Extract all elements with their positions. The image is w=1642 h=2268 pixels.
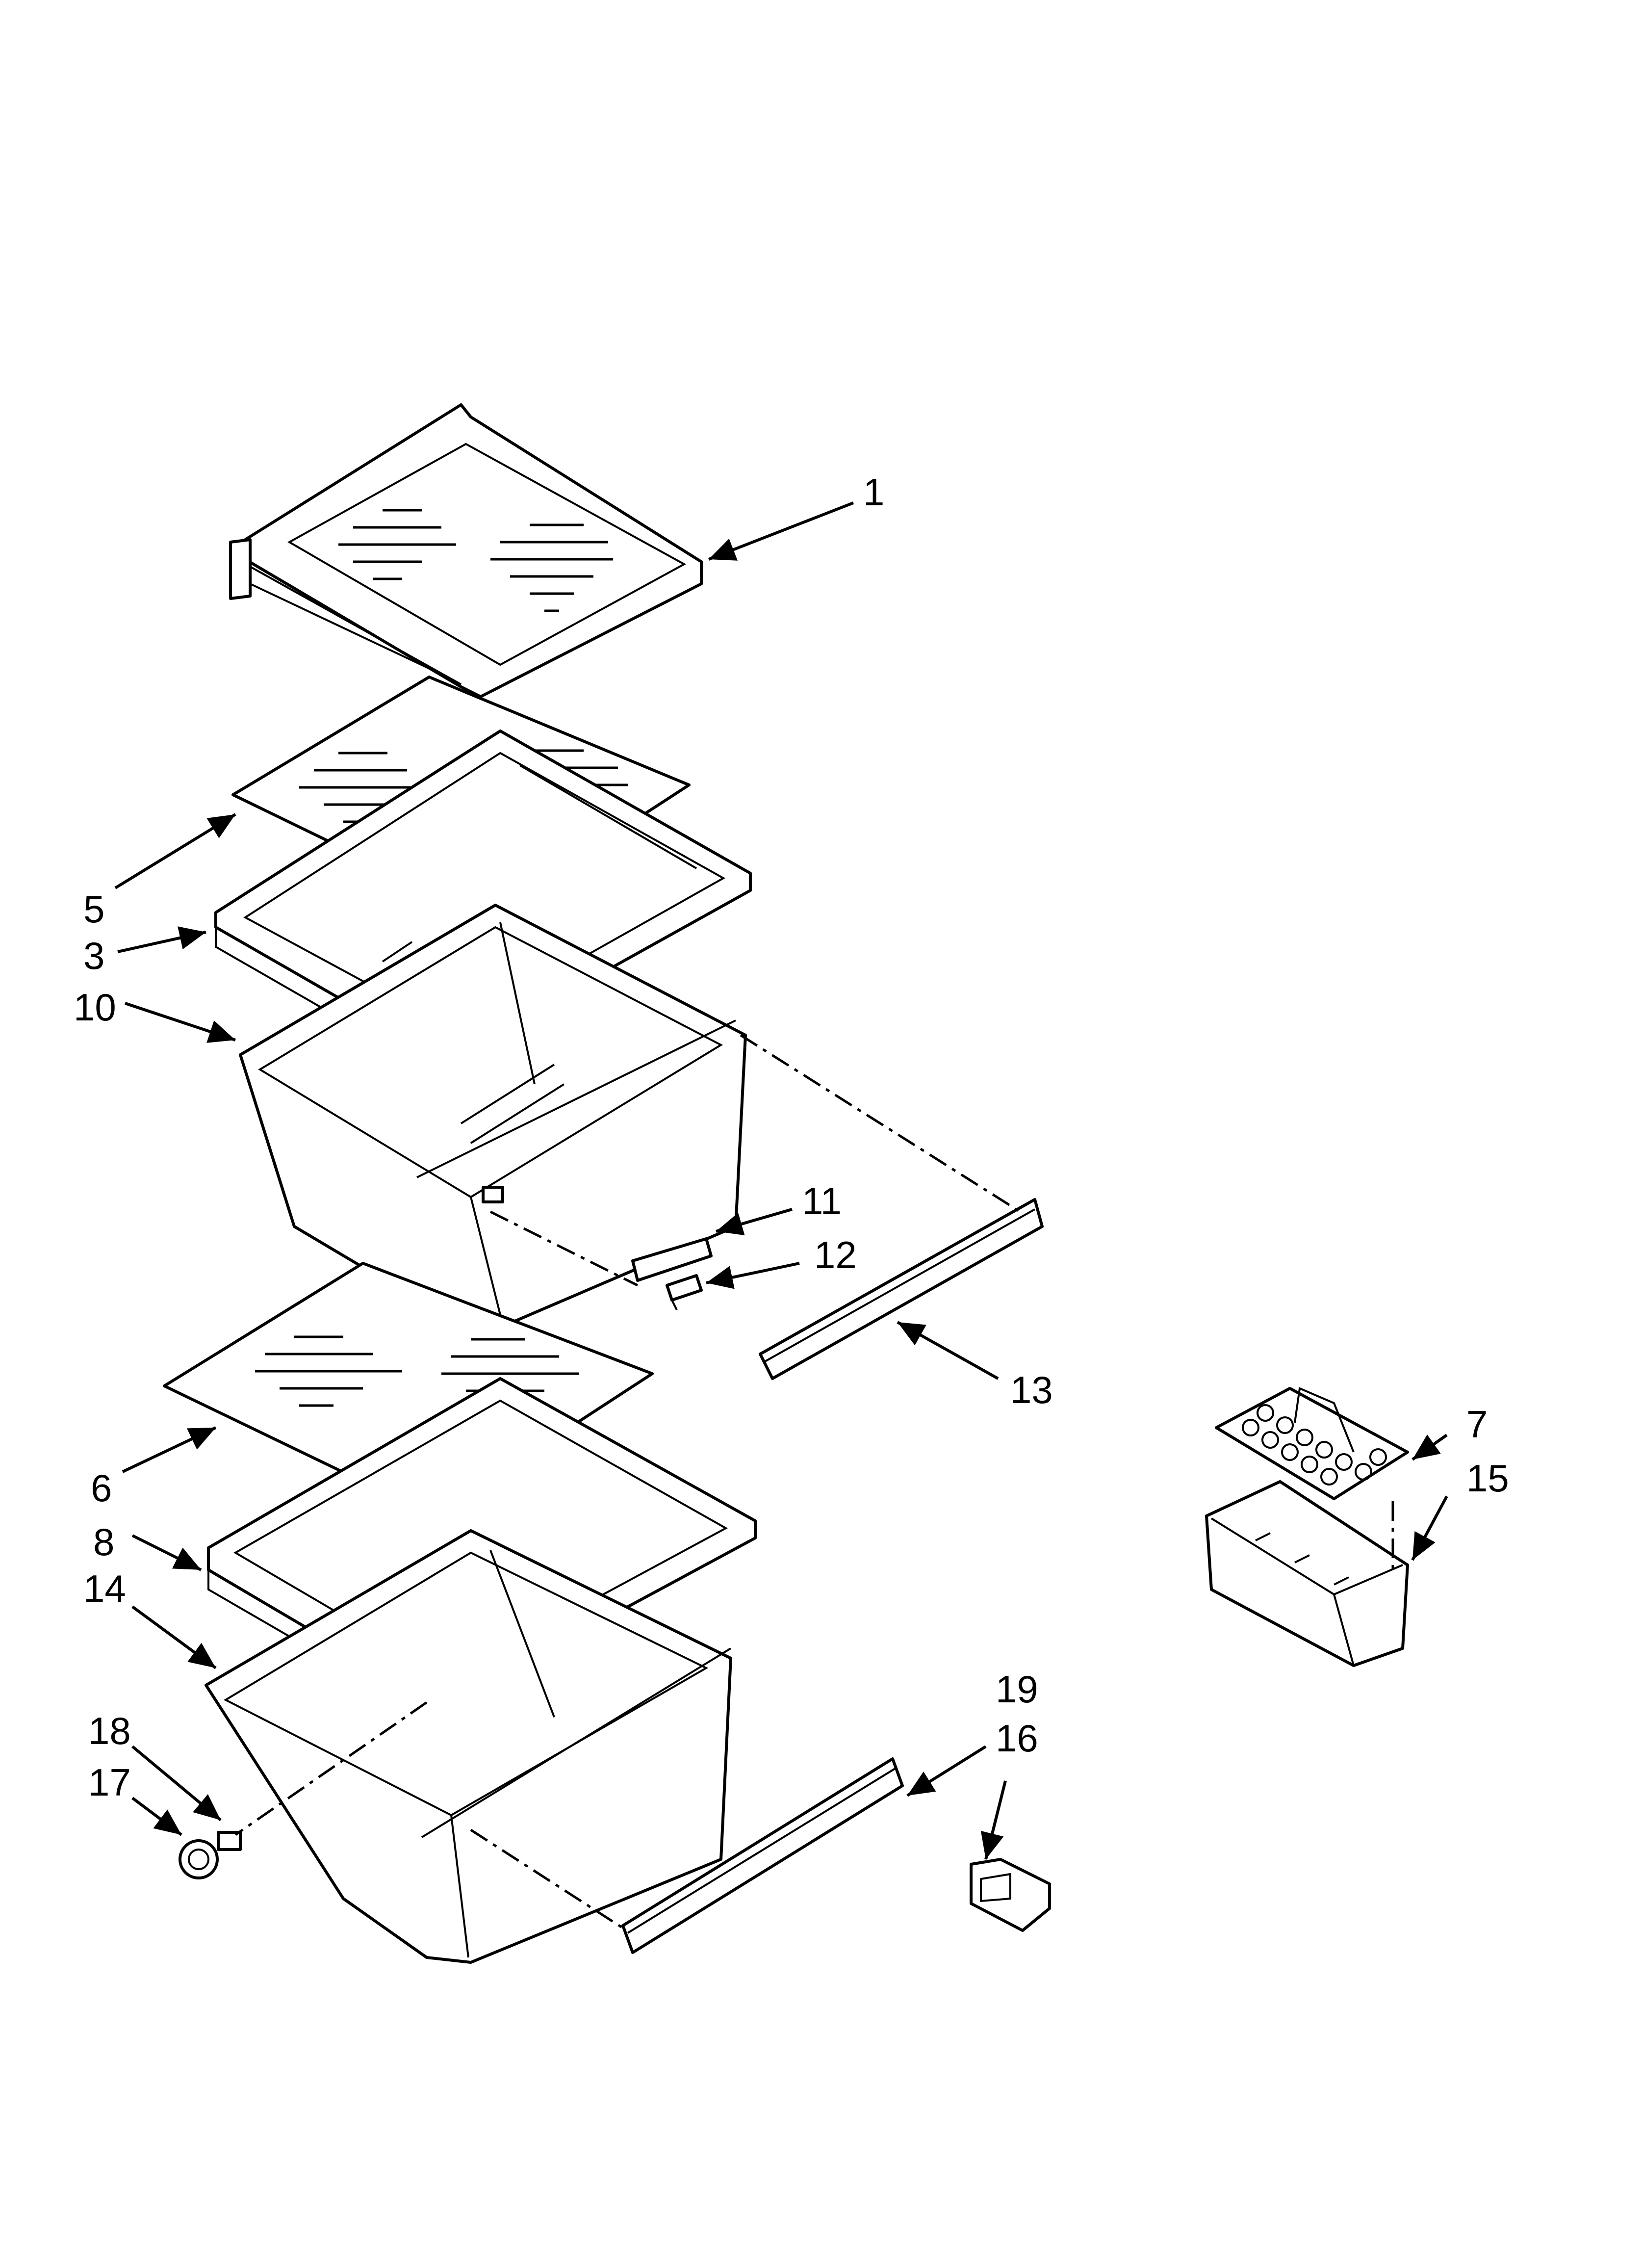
callout-16: 17 bbox=[88, 1761, 131, 1804]
callout-15: 15 bbox=[1466, 1457, 1509, 1500]
callout-5: 5 bbox=[83, 887, 104, 931]
part-12-clip bbox=[666, 1274, 703, 1310]
part-18-clip bbox=[970, 1858, 1051, 1932]
callout-14: 14 bbox=[83, 1567, 126, 1610]
callout-18: 16 bbox=[996, 1717, 1038, 1760]
callout-10: 10 bbox=[74, 986, 116, 1029]
part-11-bracket bbox=[631, 1237, 713, 1282]
part-19-rail bbox=[621, 1757, 904, 1954]
part-1-shelf bbox=[229, 403, 703, 698]
callout-1: 1 bbox=[863, 470, 884, 514]
callout-8: 8 bbox=[93, 1520, 114, 1564]
assembly-lines bbox=[234, 1034, 1394, 1929]
part-16-wheel bbox=[179, 1839, 219, 1879]
callout-12: 12 bbox=[814, 1233, 857, 1277]
callout-3: 3 bbox=[83, 934, 104, 977]
callout-11: 11 bbox=[802, 1179, 842, 1223]
part-10-crisper-drawer bbox=[239, 904, 747, 1331]
callout-17: 18 bbox=[88, 1709, 131, 1752]
callout-7: 7 bbox=[1466, 1403, 1488, 1446]
callout-labels: 1 5 3 10 11 12 13 7 15 6 8 14 18 17 19 1… bbox=[74, 470, 1509, 1804]
callout-13: 13 bbox=[1010, 1368, 1053, 1411]
callout-6: 6 bbox=[91, 1466, 112, 1510]
leader-lines bbox=[114, 501, 1448, 1860]
glass-hatch-1 bbox=[338, 509, 613, 612]
callout-19: 19 bbox=[996, 1668, 1038, 1711]
part-7-egg-tray-lid bbox=[1215, 1387, 1409, 1500]
part-14-crisper-drawer bbox=[205, 1529, 732, 1964]
part-13-rail bbox=[759, 1198, 1044, 1380]
part-15-egg-bin bbox=[1205, 1480, 1409, 1667]
